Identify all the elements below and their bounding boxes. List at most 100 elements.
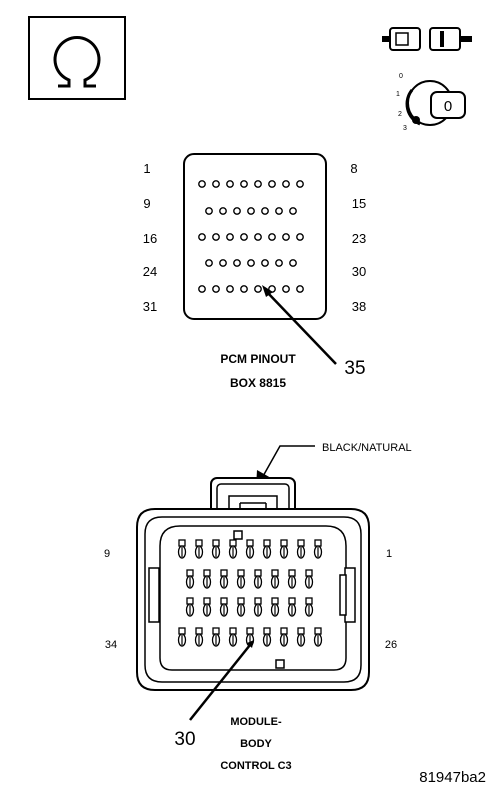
- pcm-pin-cavity: [261, 207, 269, 215]
- pcm-pin-cavity: [282, 233, 290, 241]
- pcm-pin-cavity: [296, 180, 304, 188]
- bcm-connector: [136, 445, 370, 721]
- bcm-pin-terminal: [177, 539, 187, 559]
- bcm-pin-terminal: [253, 569, 263, 589]
- pcm-pin-label-31: 31: [143, 299, 157, 314]
- bcm-pin-terminal: [279, 539, 289, 559]
- pcm-pin-cavity: [212, 233, 220, 241]
- bcm-pin-label-9: 9: [104, 548, 110, 560]
- ignition-pos-3: 0: [399, 73, 403, 80]
- bcm-wire-color-label: BLACK/NATURAL: [322, 442, 412, 454]
- pcm-pin-cavity: [282, 285, 290, 293]
- pcm-pin-label-9: 9: [143, 196, 150, 211]
- pcm-pin-label-38: 38: [352, 299, 366, 314]
- pcm-title-line1: PCM PINOUT: [220, 352, 296, 366]
- bcm-pin-terminal: [185, 597, 195, 617]
- ignition-key-label: 0: [444, 98, 452, 115]
- pcm-pin-cavity: [219, 259, 227, 267]
- bcm-title-line2: BODY: [240, 738, 272, 750]
- pcm-pin-cavity: [268, 180, 276, 188]
- bcm-pin-terminal: [228, 627, 238, 647]
- figure-id: 81947ba2: [419, 769, 486, 786]
- bcm-pin-terminal: [304, 569, 314, 589]
- bcm-pin-terminal: [313, 627, 323, 647]
- pcm-pin-cavity: [226, 285, 234, 293]
- pcm-pin-cavity: [198, 233, 206, 241]
- bcm-pin-terminal: [245, 539, 255, 559]
- ignition-pos-1: 2: [398, 111, 402, 118]
- pcm-pin-cavity: [254, 233, 262, 241]
- bcm-pointer-pin-number: 30: [174, 729, 195, 750]
- bcm-pin-label-26: 26: [385, 639, 397, 651]
- bcm-pin-terminal: [287, 597, 297, 617]
- pcm-pin-cavity: [289, 259, 297, 267]
- pcm-pin-cavity: [254, 180, 262, 188]
- pcm-pin-cavity: [282, 180, 290, 188]
- pcm-pin-cavity: [240, 233, 248, 241]
- pcm-pin-cavity: [226, 180, 234, 188]
- bcm-pin-terminal: [270, 569, 280, 589]
- pcm-pin-cavity: [198, 285, 206, 293]
- bcm-pin-terminal: [236, 597, 246, 617]
- bcm-pin-terminal: [202, 597, 212, 617]
- pcm-title-line2: BOX 8815: [230, 376, 286, 390]
- bcm-pin-terminal: [313, 539, 323, 559]
- bcm-pin-terminal: [270, 597, 280, 617]
- pcm-pin-cavity: [275, 207, 283, 215]
- bcm-pin-terminal: [211, 627, 221, 647]
- pcm-pin-label-1: 1: [143, 161, 150, 176]
- connector-disconnected-icon: [382, 27, 472, 51]
- pcm-pin-cavity: [296, 233, 304, 241]
- pcm-pin-cavity: [296, 285, 304, 293]
- pcm-pin-cavity: [289, 207, 297, 215]
- bcm-title-line1: MODULE-: [230, 716, 282, 728]
- pcm-pin-cavity: [233, 207, 241, 215]
- pcm-pin-cavity: [212, 180, 220, 188]
- pcm-pointer-pin-number: 35: [344, 358, 365, 379]
- pcm-pin-cavity: [198, 180, 206, 188]
- pcm-pin-label-8: 8: [350, 161, 357, 176]
- pcm-pin-cavity: [254, 285, 262, 293]
- bcm-pin-terminal: [185, 569, 195, 589]
- bcm-pin-terminal: [202, 569, 212, 589]
- pcm-pin-label-23: 23: [352, 231, 366, 246]
- pcm-pin-label-16: 16: [143, 231, 157, 246]
- pcm-pin-label-30: 30: [352, 264, 366, 279]
- ohmmeter-icon: [28, 16, 126, 100]
- pcm-pin-cavity: [240, 285, 248, 293]
- pcm-pin-cavity: [247, 207, 255, 215]
- ignition-key-off-icon: 0 1 2 3 0: [396, 73, 466, 132]
- bcm-pin-terminal: [219, 597, 229, 617]
- pcm-pin-cavity: [219, 207, 227, 215]
- pcm-pin-cavity: [205, 259, 213, 267]
- bcm-pin-terminal: [177, 627, 187, 647]
- pcm-pin-cavity: [268, 233, 276, 241]
- bcm-pin-terminal: [262, 539, 272, 559]
- pcm-pin-cavity: [212, 285, 220, 293]
- pcm-pin-cavity: [261, 259, 269, 267]
- bcm-pin-label-1: 1: [386, 548, 392, 560]
- pcm-pin-cavity: [275, 259, 283, 267]
- pcm-pin-label-15: 15: [352, 196, 366, 211]
- bcm-pin-terminal: [194, 539, 204, 559]
- ignition-pos-2: 1: [396, 91, 400, 98]
- bcm-pin-terminal: [287, 569, 297, 589]
- bcm-pin-terminal: [194, 627, 204, 647]
- bcm-pin-terminal: [236, 569, 246, 589]
- bcm-pin-terminal: [219, 569, 229, 589]
- bcm-pin-terminal: [262, 627, 272, 647]
- ignition-pos-0: 3: [403, 125, 407, 132]
- bcm-pin-terminal: [253, 597, 263, 617]
- bcm-pin-label-34: 34: [105, 639, 117, 651]
- pcm-pin-cavity: [233, 259, 241, 267]
- bcm-pin-terminal: [211, 539, 221, 559]
- pcm-pin-grid: [198, 180, 304, 293]
- bcm-pin-terminal: [279, 627, 289, 647]
- bcm-title-line3: CONTROL C3: [220, 760, 291, 772]
- bcm-pin-terminal: [296, 627, 306, 647]
- pcm-connector: [183, 153, 337, 365]
- pcm-pin-label-24: 24: [143, 264, 157, 279]
- pcm-pin-cavity: [247, 259, 255, 267]
- bcm-pin-terminal: [228, 539, 238, 559]
